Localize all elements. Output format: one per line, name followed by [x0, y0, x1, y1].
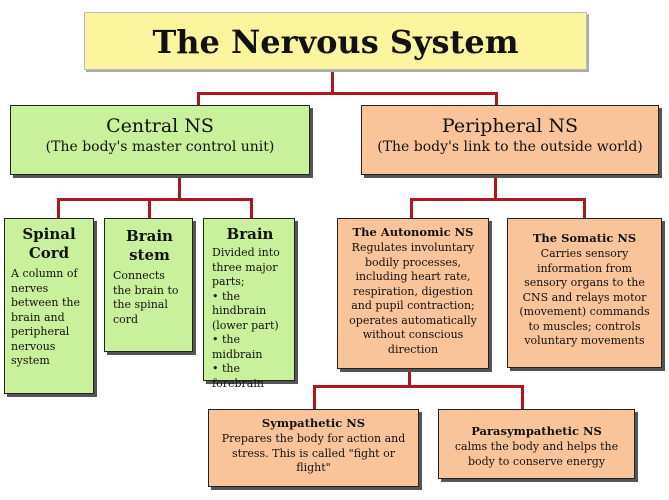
central-ns-heading: Central NS [106, 115, 214, 137]
connector-to-stem [148, 198, 151, 218]
brain-intro: Divided into three major parts; [212, 246, 280, 288]
parasympathetic-ns-heading: Parasympathetic NS [471, 424, 602, 438]
spinal-cord-box: Spinal Cord A column of nerves between t… [4, 218, 94, 394]
connector-autonomic-bar [313, 385, 524, 388]
brain-box: Brain Divided into three major parts; • … [203, 218, 295, 390]
sympathetic-ns-heading: Sympathetic NS [261, 416, 366, 430]
central-ns-subtitle: (The body's master control unit) [45, 139, 275, 155]
connector-to-autonomic [410, 198, 413, 218]
autonomic-ns-description: Regulates involuntary bodily processes, … [349, 241, 477, 356]
brain-part-item: • the hindbrain (lower part) [212, 289, 279, 332]
brain-part-item: • the forebrain [212, 362, 264, 390]
connector-central-bar [57, 198, 253, 201]
connector-to-somatic [583, 198, 586, 218]
connector-to-spinal [57, 198, 60, 218]
somatic-ns-box: The Somatic NS Carries sensory informati… [507, 218, 662, 368]
connector-title-down [331, 70, 334, 94]
peripheral-ns-heading: Peripheral NS [441, 115, 579, 137]
connector-peripheral-bar [410, 198, 586, 201]
sympathetic-ns-box: Sympathetic NS Prepares the body for act… [208, 409, 419, 487]
brain-heading: Brain [226, 225, 274, 243]
connector-to-central [197, 92, 200, 105]
connector-to-peripheral [495, 92, 498, 105]
brain-part-item: • the midbrain [212, 333, 263, 361]
connector-central-down [178, 175, 181, 200]
connector-to-sympathetic [313, 385, 316, 409]
peripheral-ns-subtitle: (The body's link to the outside world) [377, 139, 643, 155]
autonomic-ns-box: The Autonomic NS Regulates involuntary b… [337, 218, 489, 369]
central-ns-box: Central NS (The body's master control un… [10, 105, 310, 175]
connector-top-bar [197, 92, 498, 95]
sympathetic-ns-description: Prepares the body for action and stress.… [221, 432, 406, 474]
somatic-ns-description: Carries sensory information from sensory… [519, 247, 650, 347]
page-title: The Nervous System [152, 23, 519, 61]
autonomic-ns-heading: The Autonomic NS [352, 225, 474, 239]
connector-to-brain [250, 198, 253, 218]
brain-stem-description: Connects the brain to the spinal cord [113, 269, 179, 326]
connector-peripheral-down [494, 175, 497, 200]
parasympathetic-ns-box: Parasympathetic NS calms the body and he… [438, 409, 635, 479]
spinal-cord-heading: Spinal Cord [22, 225, 76, 262]
title-banner: The Nervous System [84, 12, 587, 70]
brain-stem-box: Brain stem Connects the brain to the spi… [104, 218, 193, 352]
peripheral-ns-box: Peripheral NS (The body's link to the ou… [361, 105, 659, 175]
somatic-ns-heading: The Somatic NS [532, 231, 637, 245]
brain-parts-list: • the hindbrain (lower part) • the midbr… [212, 290, 288, 392]
brain-stem-heading: Brain stem [126, 227, 173, 264]
spinal-cord-description: A column of nerves between the brain and… [11, 267, 81, 367]
connector-to-parasympathetic [521, 385, 524, 409]
parasympathetic-ns-description: calms the body and helps the body to con… [454, 440, 619, 468]
connector-autonomic-down [408, 369, 411, 387]
